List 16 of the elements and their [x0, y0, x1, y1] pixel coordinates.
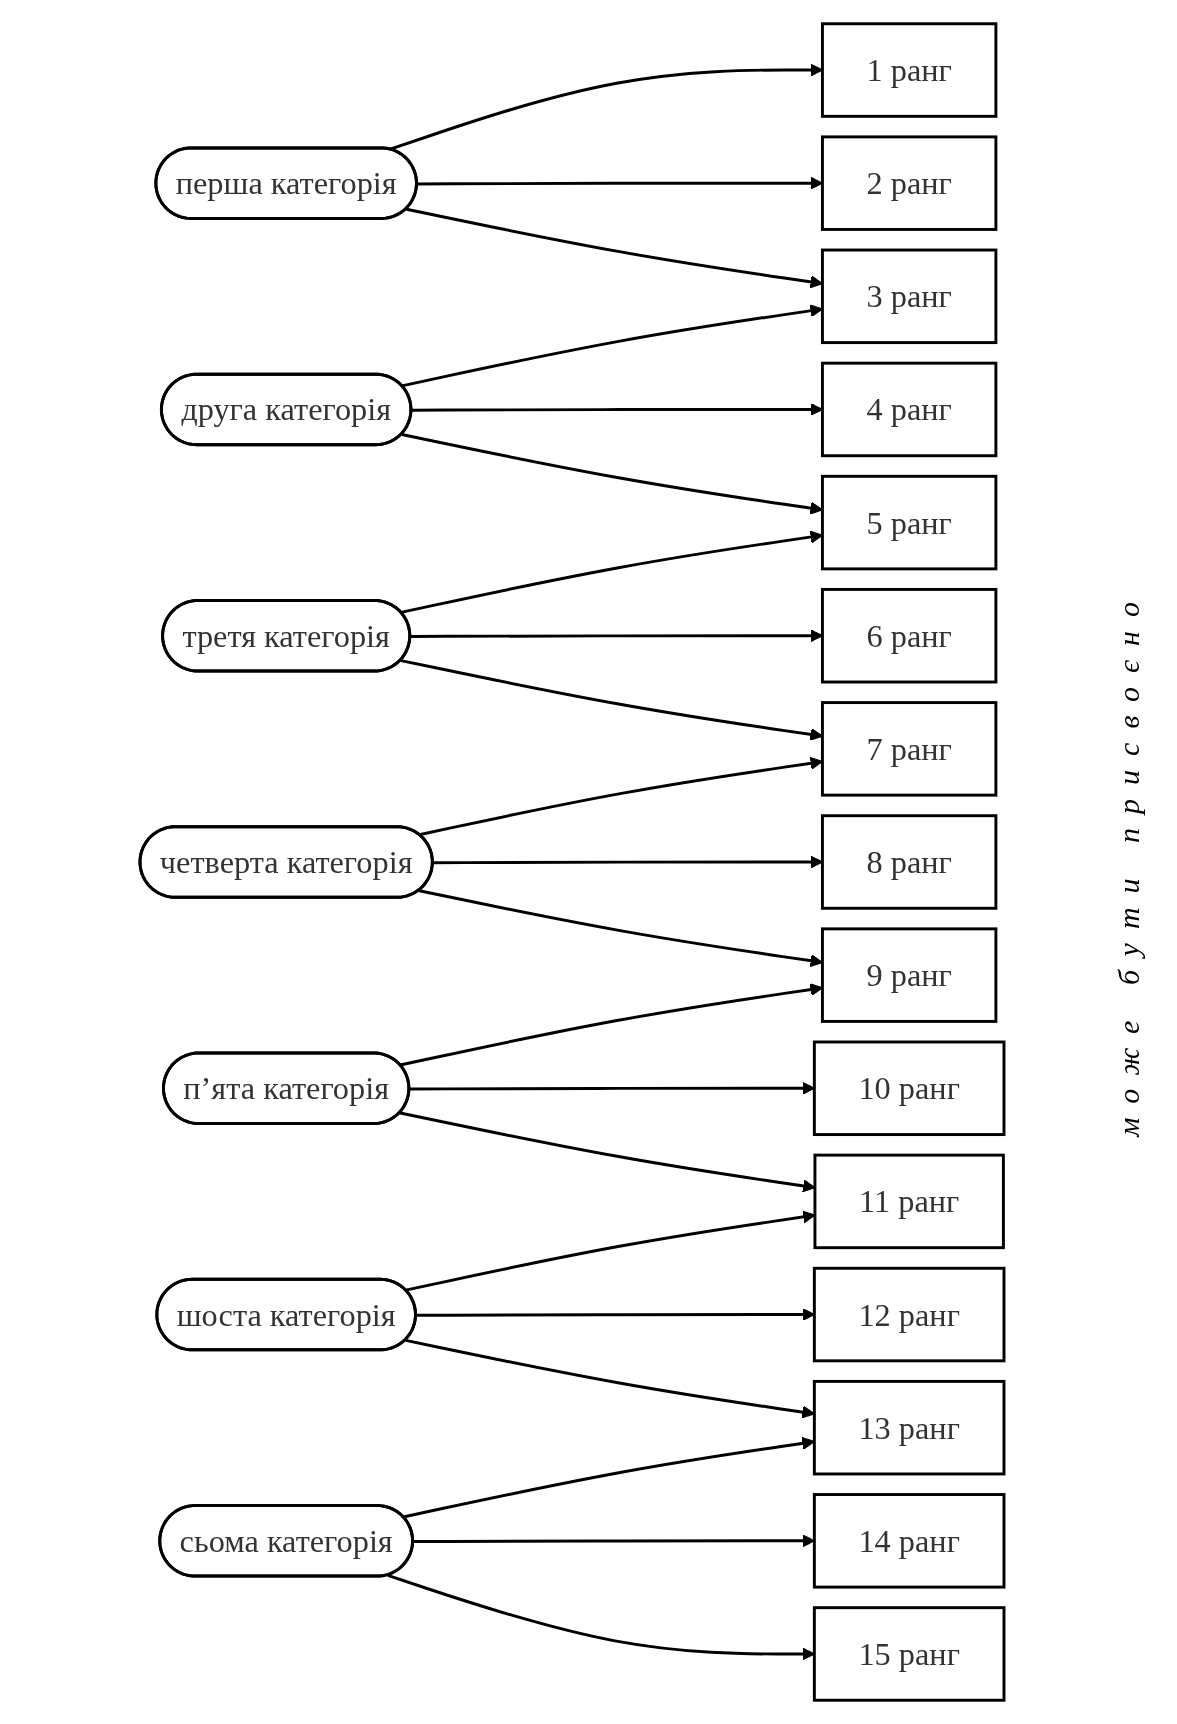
node-box: 11 ранг [813, 1153, 1005, 1250]
node-box: 8 ранг [820, 814, 997, 910]
node-box: 6 ранг [820, 587, 997, 684]
node-box: 14 ранг [812, 1493, 1005, 1589]
node-box: 2 ранг [820, 135, 997, 231]
node-box: 4 ранг [820, 361, 997, 458]
node-box: 9 ранг [820, 927, 997, 1023]
node-box: 15 ранг [812, 1606, 1005, 1702]
node-box: 3 ранг [820, 248, 997, 345]
vertical-note: може бути присвоєно [1111, 587, 1146, 1137]
node-box: 1 ранг [820, 22, 997, 118]
node-box: 10 ранг [812, 1040, 1005, 1137]
node-box: 12 ранг [812, 1266, 1005, 1363]
node-box: 13 ранг [812, 1379, 1005, 1476]
node-box: 7 ранг [820, 701, 997, 797]
node-box: 5 ранг [820, 474, 997, 571]
